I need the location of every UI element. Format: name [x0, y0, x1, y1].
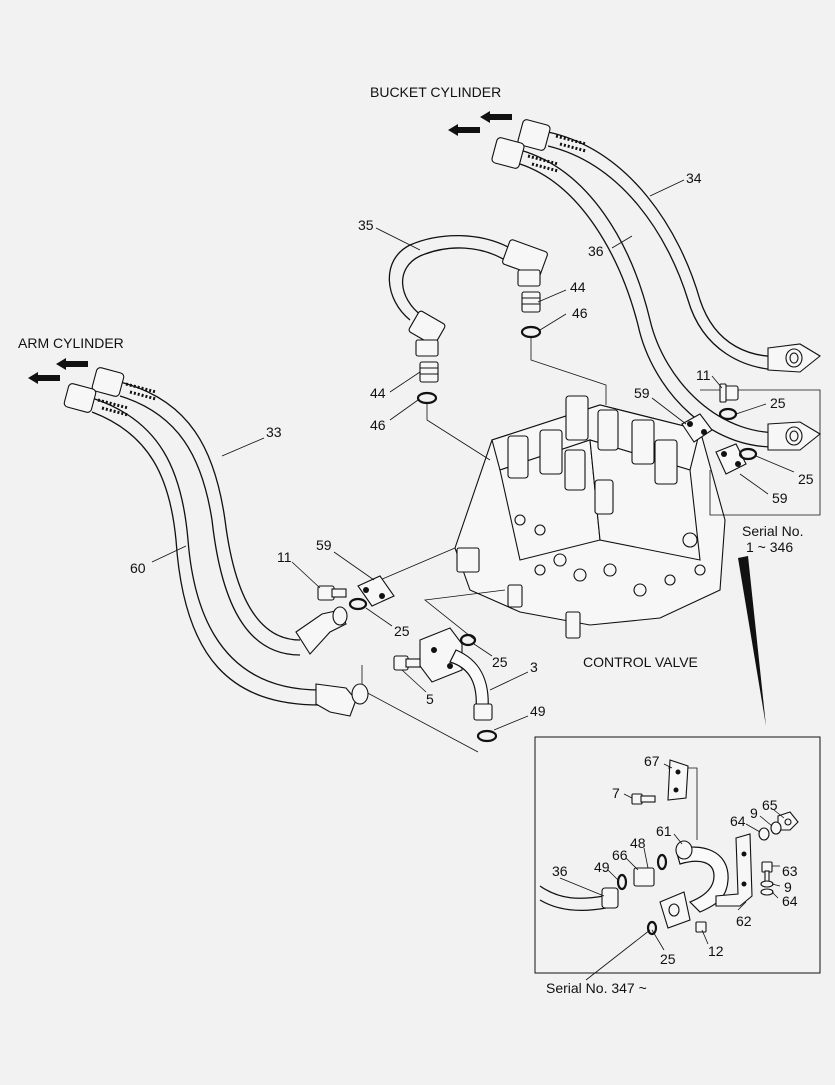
arm-arrows [28, 358, 88, 384]
callout-59b: 59 [772, 490, 788, 506]
hose-34 [517, 119, 791, 371]
callout-leaders [151, 179, 795, 981]
control-valve-body [454, 395, 726, 639]
detail-callout-48: 48 [630, 835, 646, 851]
callout-59c: 59 [316, 537, 332, 553]
callout-46b: 46 [370, 417, 386, 433]
callout-5: 5 [426, 691, 434, 707]
callout-34: 34 [686, 170, 702, 186]
callout-25c: 25 [394, 623, 410, 639]
serial-pointer-arrow [738, 556, 766, 726]
hose-flange-ends [767, 343, 821, 451]
detail-callout-36: 36 [552, 863, 568, 879]
detail-callout-62: 62 [736, 913, 752, 929]
serial-early-line1: Serial No. [742, 523, 803, 539]
callout-44b: 44 [370, 385, 386, 401]
arm-hose-elbows [295, 606, 369, 717]
callout-60: 60 [130, 560, 146, 576]
bucket-cylinder-label: BUCKET CYLINDER [370, 84, 501, 100]
detail-callout-25: 25 [660, 951, 676, 967]
hose-36 [491, 137, 791, 448]
detail-callout-64a: 64 [730, 813, 746, 829]
arm-cylinder-label: ARM CYLINDER [18, 335, 124, 351]
bucket-arrows [448, 111, 512, 136]
detail-callout-7: 7 [612, 785, 620, 801]
callout-59a: 59 [634, 385, 650, 401]
callout-44a: 44 [570, 279, 586, 295]
leader-frames [361, 338, 821, 753]
callout-33: 33 [266, 424, 282, 440]
detail-callout-65: 65 [762, 797, 778, 813]
control-valve-label: CONTROL VALVE [583, 654, 698, 670]
callout-11a: 11 [696, 367, 711, 383]
flange-pipe-3 [393, 627, 498, 743]
serial-late-label: Serial No. 347 ~ [546, 980, 647, 996]
detail-box [534, 736, 821, 974]
left-fittings [317, 575, 395, 611]
callout-25b: 25 [798, 471, 814, 487]
callout-49: 49 [530, 703, 546, 719]
detail-callout-12: 12 [708, 943, 724, 959]
hose-33 [91, 367, 301, 656]
callout-25d: 25 [492, 654, 508, 670]
o-rings-46 [416, 325, 542, 405]
detail-callout-61: 61 [656, 823, 672, 839]
callout-35: 35 [358, 217, 374, 233]
detail-callout-49: 49 [594, 859, 610, 875]
adapters-44 [419, 291, 541, 383]
detail-callout-66: 66 [612, 847, 628, 863]
serial-early-line2: 1 ~ 346 [746, 539, 793, 555]
callout-11b: 11 [277, 549, 292, 565]
detail-callout-67: 67 [644, 753, 660, 769]
detail-callout-63: 63 [782, 863, 798, 879]
detail-callout-64b: 64 [782, 893, 798, 909]
detail-callout-9b: 9 [784, 879, 792, 895]
callout-36: 36 [588, 243, 604, 259]
callout-46a: 46 [572, 305, 588, 321]
callout-3: 3 [530, 659, 538, 675]
callout-25a: 25 [770, 395, 786, 411]
detail-callout-9a: 9 [750, 805, 758, 821]
right-fittings [681, 383, 758, 475]
